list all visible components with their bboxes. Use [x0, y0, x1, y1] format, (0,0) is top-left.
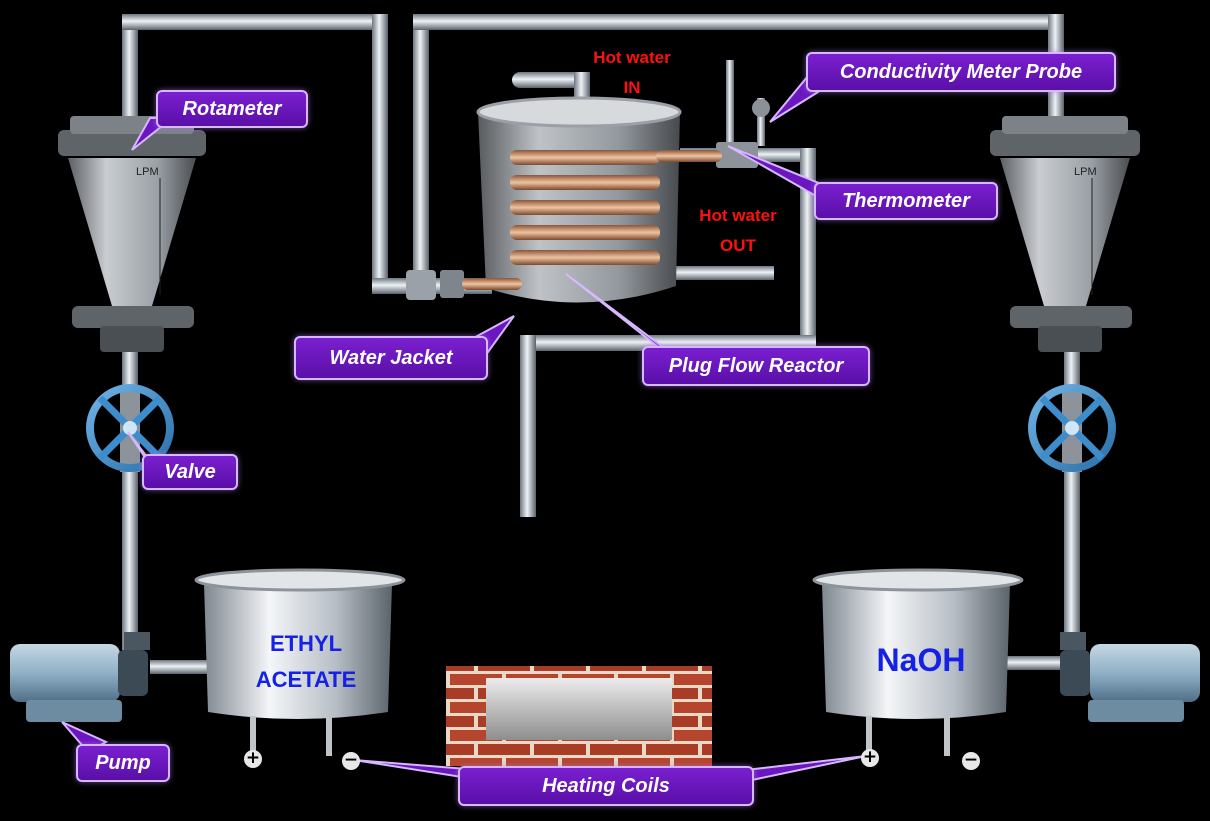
hot-water-out-line1: Hot water [699, 206, 777, 225]
tank-left-line2: ACETATE [255, 667, 357, 692]
heating-brick-furnace [446, 666, 712, 766]
tank-left-label: ETHYL ACETATE [226, 626, 386, 698]
hot-water-in-label: Hot water IN [570, 48, 694, 98]
plug-flow-reactor-coil [462, 150, 722, 290]
pump-left-icon [10, 632, 150, 722]
rotameter-right-unit: LPM [1074, 166, 1097, 178]
thermometer-label: Thermometer [814, 182, 998, 220]
terminal-plus-right: + [861, 747, 879, 767]
naoh-tank [812, 568, 1024, 756]
terminal-minus-left: − [342, 750, 360, 770]
hot-water-out-label: Hot water OUT [676, 206, 800, 256]
terminal-plus-left: + [244, 748, 262, 768]
water-jacket-label: Water Jacket [294, 336, 488, 380]
rotameter-right [990, 116, 1140, 352]
pump-right-icon [1060, 632, 1200, 722]
tank-right-label: NaOH [876, 642, 966, 678]
ethyl-acetate-tank [194, 568, 406, 756]
hot-water-out-line2: OUT [720, 236, 756, 255]
plug-flow-reactor-label: Plug Flow Reactor [642, 346, 870, 386]
rotameter-left [58, 116, 206, 352]
heating-coils-label: Heating Coils [458, 766, 754, 806]
terminal-minus-right: − [962, 750, 980, 770]
pump-label: Pump [76, 744, 170, 782]
tank-left-line1: ETHYL [269, 631, 343, 656]
hot-water-in-line1: Hot water [593, 48, 671, 67]
hot-water-in-line2: IN [623, 78, 641, 97]
rotameter-left-unit: LPM [136, 166, 159, 178]
conductivity-probe-label: Conductivity Meter Probe [806, 52, 1116, 92]
valve-left-icon [86, 384, 174, 472]
valve-right-icon [1028, 384, 1116, 472]
rotameter-label: Rotameter [156, 90, 308, 128]
valve-label: Valve [142, 454, 238, 490]
